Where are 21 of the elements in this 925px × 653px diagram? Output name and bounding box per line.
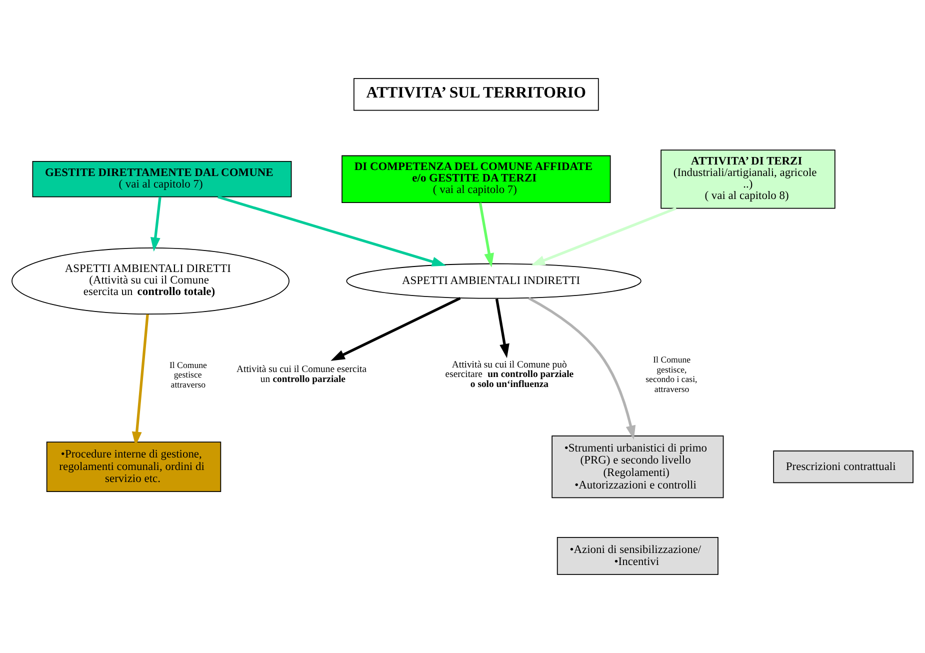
arrow xyxy=(478,202,494,268)
edge-label: Il Comune gestisce, secondo i casi, attraverso xyxy=(646,354,698,394)
node-text: Attività su cui il Comune esercita un controllo parziale xyxy=(236,364,367,385)
node-ellipse: ASPETTI AMBIENTALI INDIRETTI xyxy=(346,263,642,299)
arrow xyxy=(528,296,636,440)
node-box: ATTIVITA’ SUL TERRITORIO xyxy=(354,78,599,111)
node-box: GESTITE DIRETTAMENTE DAL COMUNE ( vai al capitolo 7) xyxy=(32,161,292,198)
node-box: •Azioni di sensibilizzazione/ •Incentivi xyxy=(556,536,718,575)
node-box: •Strumenti urbanistici di primo (PRG) e secondo livello (Regolamenti) •Autorizzazioni e controlli xyxy=(552,435,724,498)
arrow xyxy=(218,196,446,266)
node-box: ATTIVITA’ DI TERZI (Industriali/artigianali, agricole ..) ( vai al capitolo 8) xyxy=(660,150,836,209)
node-box: •Procedure interne di gestione, regolamenti comunali, ordini di servizio etc. xyxy=(46,442,222,492)
node-text: Attività su cui il Comune può esercitare un controllo parziale o solo un‘influenza xyxy=(445,359,574,390)
edge-label: Il Comune gestisce attraverso xyxy=(169,360,207,390)
node-box: DI COMPETENZA DEL COMUNE AFFIDATE e/o GESTITE DA TERZI ( vai al capitolo 7) xyxy=(342,155,611,203)
arrow xyxy=(330,297,461,361)
node-ellipse: ASPETTI AMBIENTALI DIRETTI (Attività su cui il Comune esercita un controllo totale) xyxy=(12,248,290,315)
node-box: Prescrizioni contrattuali xyxy=(773,450,914,484)
arrow xyxy=(530,207,677,266)
arrow xyxy=(495,298,510,358)
arrow xyxy=(150,196,162,252)
